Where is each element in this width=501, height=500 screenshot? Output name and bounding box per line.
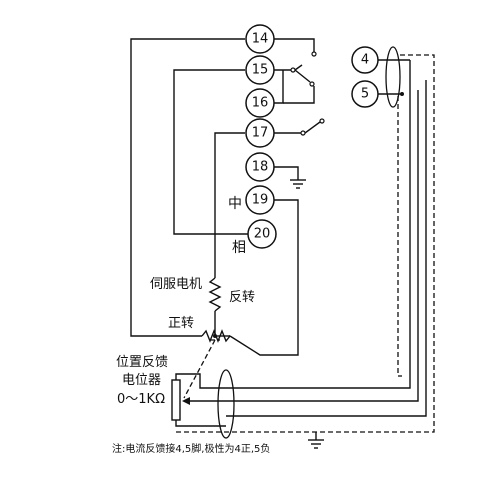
terminal-20: 20 [247, 219, 277, 249]
potentiometer-body [171, 379, 181, 421]
wire-15-20 [173, 69, 248, 235]
terminal-4: 4 [351, 46, 379, 74]
cable-bundle-45 [385, 46, 401, 108]
label-forward: 正转 [168, 316, 194, 331]
wire-16-switch [283, 86, 315, 104]
switch-15-contact-b [309, 81, 315, 87]
terminal-14: 14 [245, 24, 275, 54]
wire-pot-wiper-right [226, 90, 419, 402]
terminal-16: 16 [245, 88, 275, 118]
label-zhong: 中 [228, 196, 242, 212]
terminal-18: 18 [245, 152, 275, 182]
wire-common-19 [229, 199, 299, 356]
footnote: 注:电流反馈接4,5脚,极性为4正,5负 [112, 442, 270, 455]
terminal-5: 5 [351, 80, 379, 108]
label-pot-range: 0～1KΩ [117, 392, 165, 407]
shield-outer [176, 54, 435, 433]
wire-pot-top-right [226, 96, 411, 389]
wire-15-16 [274, 70, 284, 104]
terminal-19: 19 [245, 185, 275, 215]
terminal-20-label: 20 [254, 227, 271, 242]
terminal-14-label: 14 [252, 32, 269, 47]
switch-14-contact [311, 51, 317, 57]
pot-bottom-lead [175, 420, 226, 427]
pot-top-lead [175, 373, 226, 389]
label-potentiometer: 电位器 [122, 373, 161, 388]
switch-17-contact-a [300, 130, 306, 136]
switch-15-blade [294, 69, 311, 83]
label-servo-motor: 伺服电机 [150, 277, 202, 292]
terminal-4-label: 4 [361, 53, 369, 68]
label-reverse: 反转 [229, 290, 255, 305]
switch-17-contact-b [319, 118, 325, 124]
switch-17-blade [304, 121, 321, 134]
cable-bundle-pot [217, 369, 235, 439]
switch-15-blade-2 [294, 64, 303, 71]
label-xiang: 相 [232, 240, 246, 256]
wire-14-switch [274, 38, 315, 52]
terminal-16-label: 16 [252, 96, 269, 111]
motor-pot-coupling [183, 339, 216, 399]
label-position-feedback: 位置反馈 [116, 355, 168, 370]
terminal-18-label: 18 [252, 160, 269, 175]
terminal-19-label: 19 [252, 193, 269, 208]
wire-pot-bottom-right [226, 80, 427, 417]
terminal-17: 17 [245, 118, 275, 148]
wire-18-ground [274, 166, 299, 180]
reverse-winding [208, 277, 222, 312]
terminal-5-label: 5 [361, 87, 369, 102]
wire-17-motor [214, 132, 245, 278]
common-node-dot [213, 334, 217, 338]
terminal-17-label: 17 [252, 126, 269, 141]
node-5 [400, 92, 404, 96]
potentiometer-wiper-arrow [182, 397, 190, 405]
wire-14-forward [130, 38, 245, 337]
terminal-15: 15 [245, 55, 275, 85]
terminal-15-label: 15 [252, 63, 269, 78]
switch-15-contact-a [290, 67, 296, 73]
